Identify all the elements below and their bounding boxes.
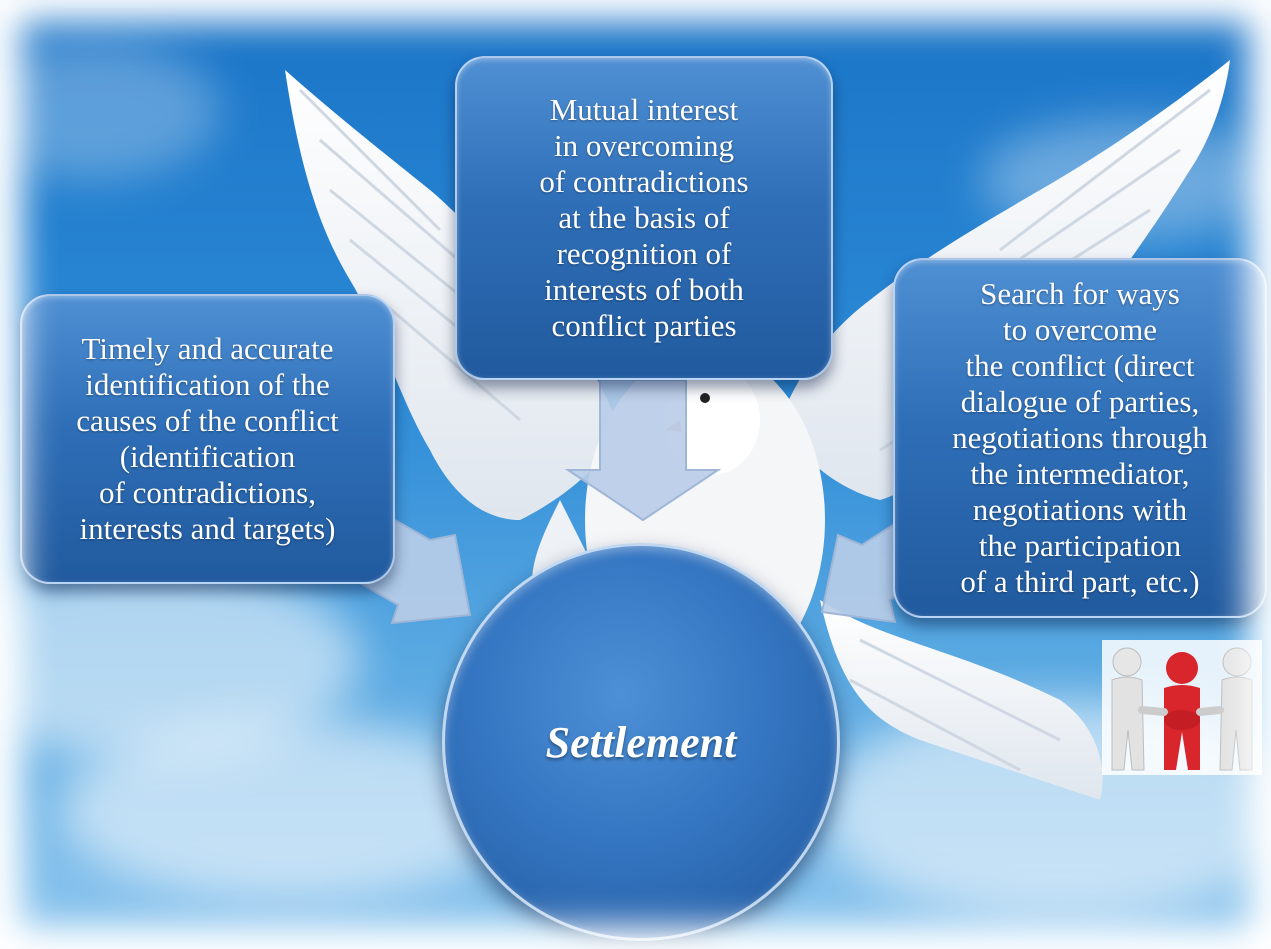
settlement-circle: Settlement (442, 543, 840, 941)
node-identification: Timely and accurate identification of th… (20, 294, 395, 584)
node-identification-text: Timely and accurate identification of th… (76, 331, 339, 546)
node-search-ways-text: Search for ways to overcome the conflict… (952, 276, 1208, 599)
people-figures-image (1102, 640, 1262, 775)
settlement-label: Settlement (545, 717, 737, 767)
cloud (0, 40, 220, 180)
node-search-ways: Search for ways to overcome the conflict… (893, 258, 1267, 618)
node-mutual-interest: Mutual interest in overcoming of contrad… (455, 56, 833, 380)
node-mutual-interest-text: Mutual interest in overcoming of contrad… (539, 92, 749, 343)
arrow-top-to-center (564, 379, 722, 522)
